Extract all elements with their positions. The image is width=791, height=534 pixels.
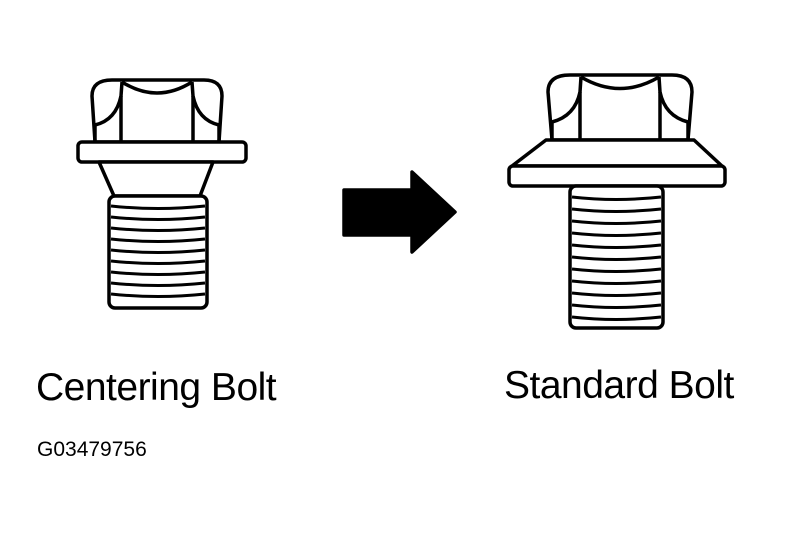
centering-bolt-label: Centering Bolt bbox=[36, 366, 277, 409]
standard-bolt-icon bbox=[507, 73, 727, 330]
centering-bolt-icon bbox=[76, 78, 248, 310]
arrow-right-icon bbox=[342, 170, 457, 254]
figure-code: G03479756 bbox=[37, 438, 147, 461]
standard-bolt-label: Standard Bolt bbox=[504, 364, 734, 407]
